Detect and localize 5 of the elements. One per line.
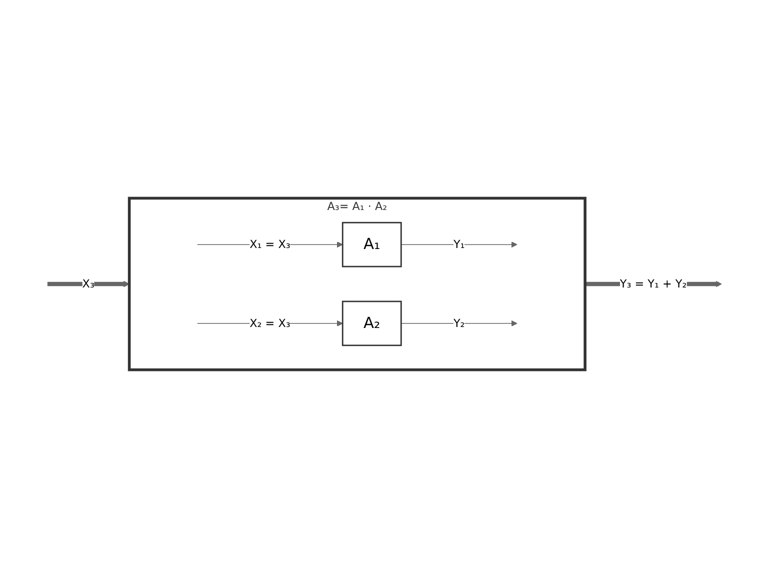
arrow — [400, 241, 518, 248]
arrow — [400, 320, 518, 326]
node-box: A₂ — [342, 300, 402, 346]
node-box: A₁ — [342, 221, 402, 267]
arrow — [47, 280, 130, 287]
